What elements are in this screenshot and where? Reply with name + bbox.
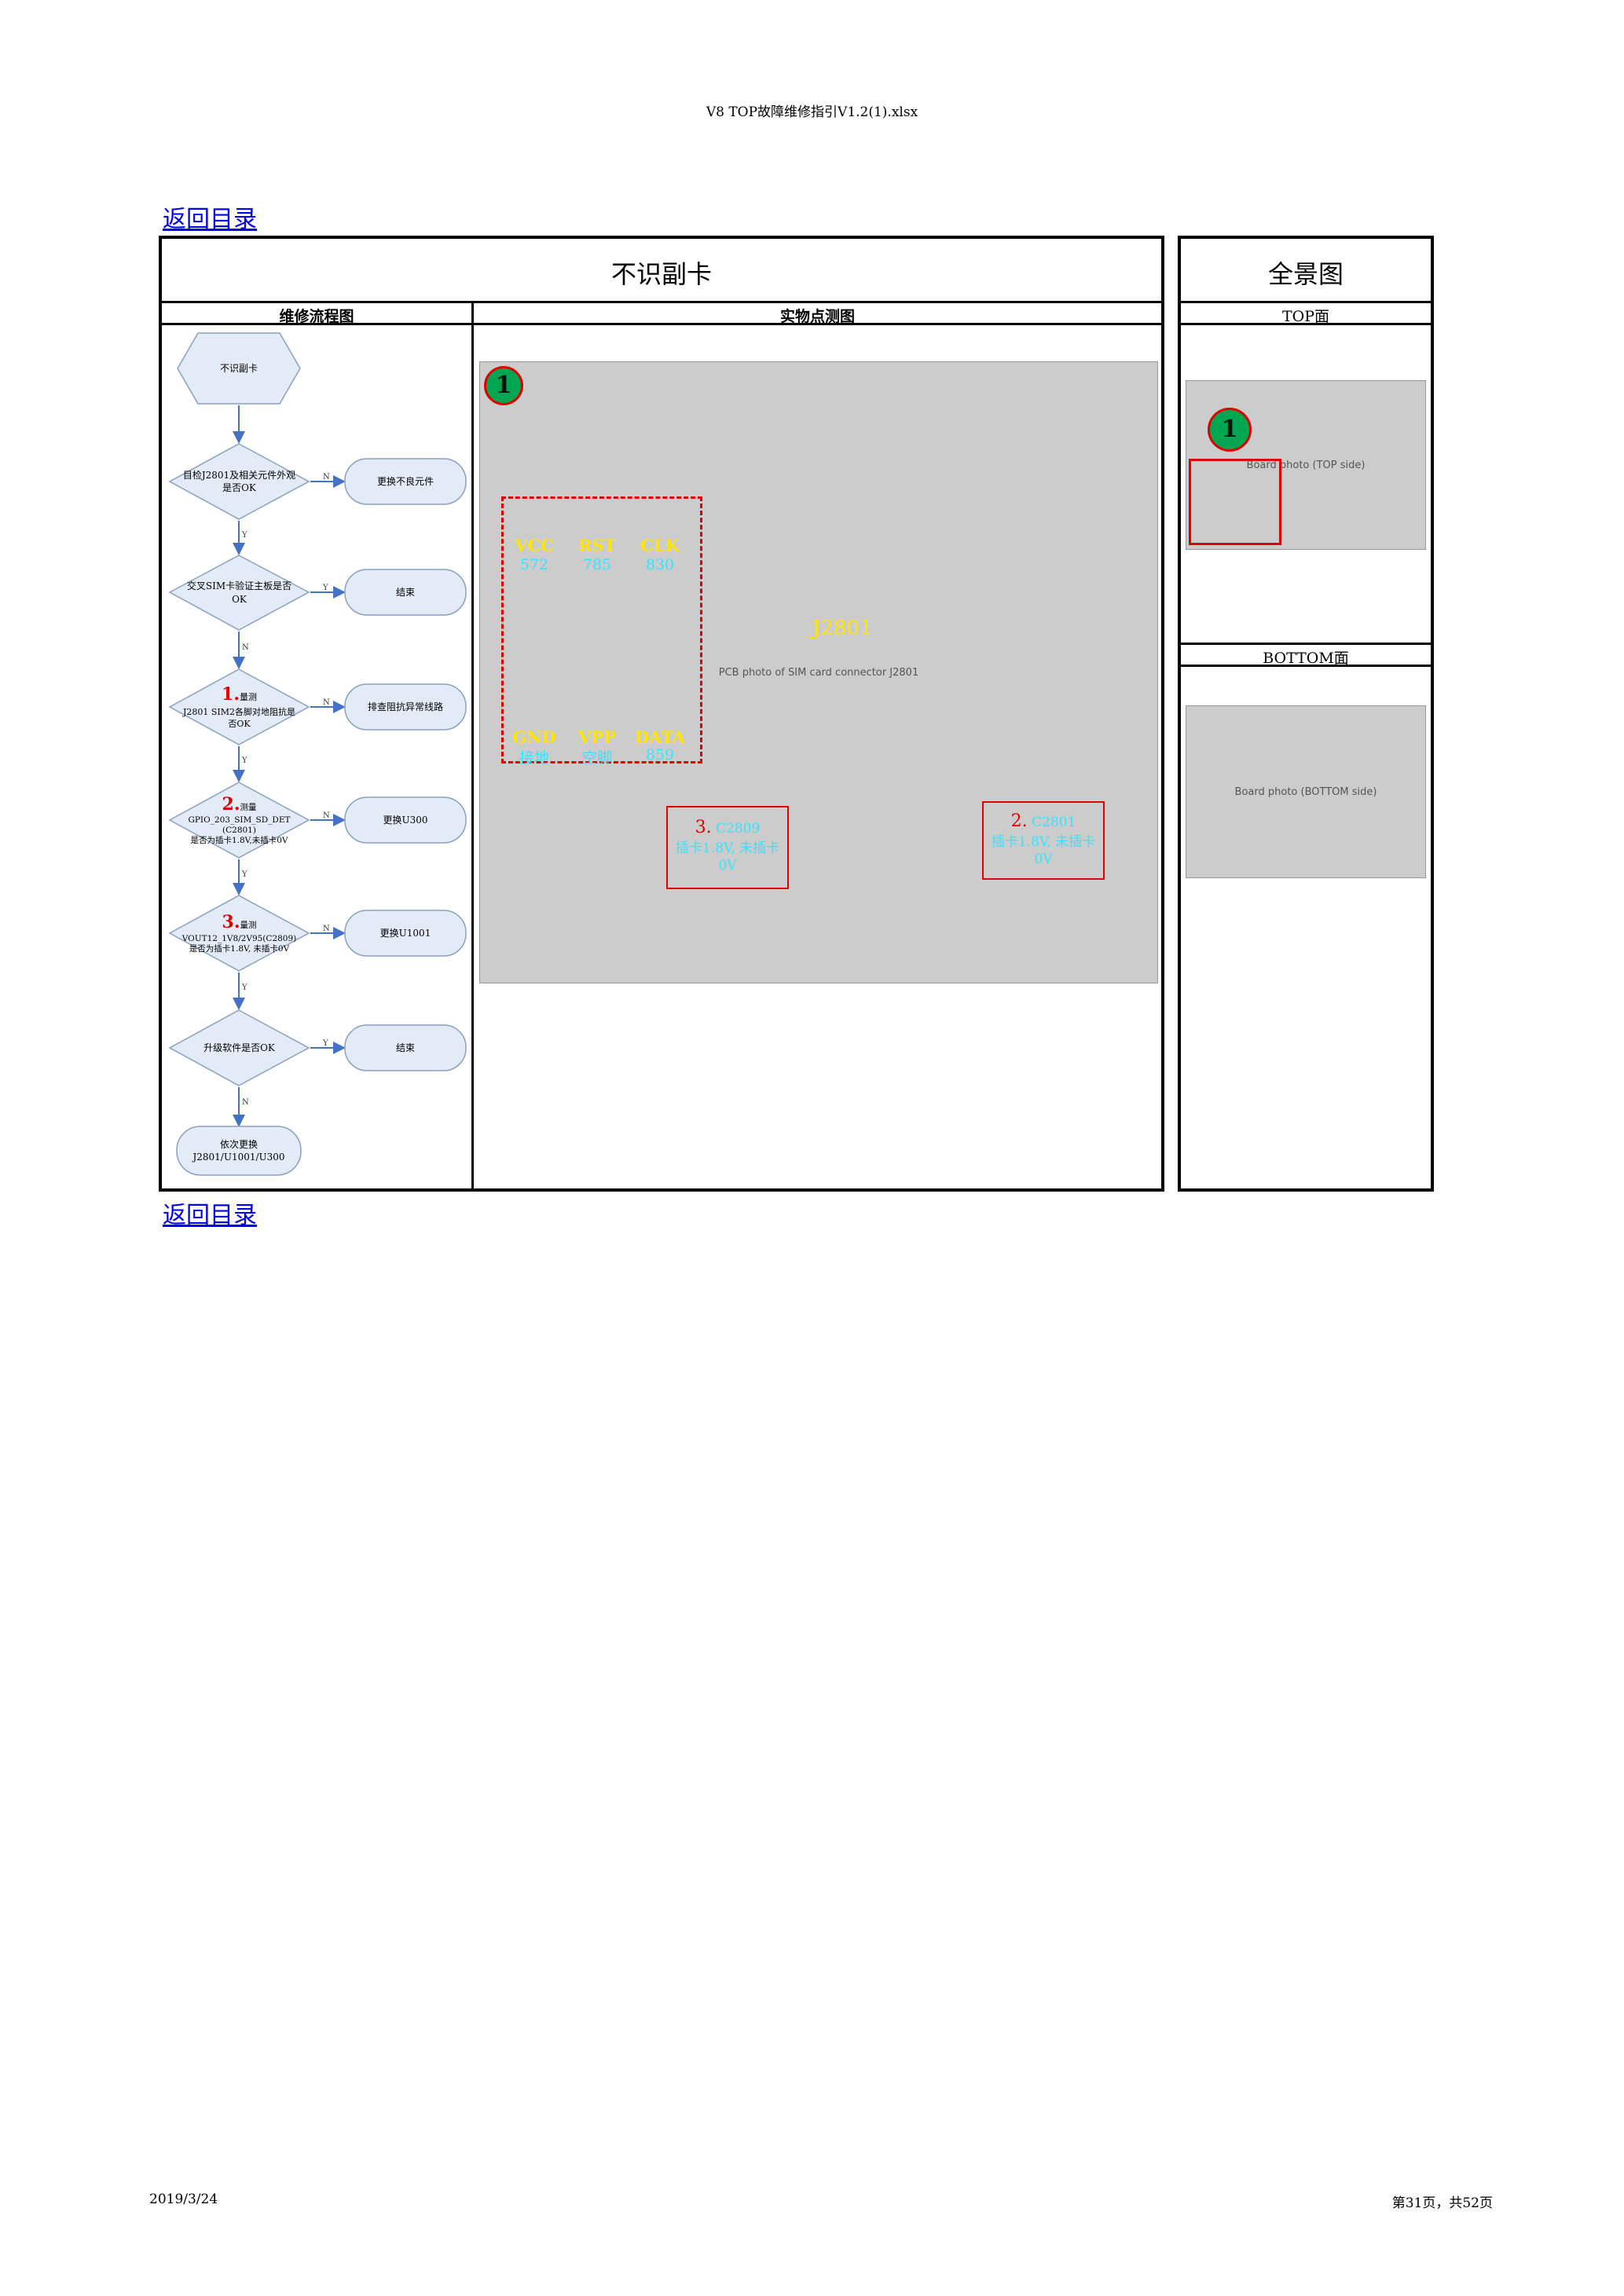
flow-decision-measure-impedance: 1.量测 J2801 SIM2各脚对地阻抗是否OK [168,668,310,746]
divider [1181,301,1431,303]
pin-label-vpp: VPP [578,727,616,747]
j2801-location-highlight [1189,459,1281,545]
bottom-side-header: BOTTOM面 [1263,650,1349,667]
footer-page-number: 第31页，共52页 [1391,2195,1493,2211]
flow-action-check-impedance-lines: 排查阻抗异常线路 [344,683,467,731]
measure-note-c2809: 3. C2809 插卡1.8V, 未插卡0V [675,818,780,873]
edge-label: Y [242,983,247,992]
edge-label: N [323,473,330,482]
pin-label-gnd: GND [512,727,556,747]
pin-value-gnd: 接地 [519,749,549,767]
flow-start-node: 不识副卡 [176,331,302,405]
top-side-header: TOP面 [1281,308,1330,325]
flow-decision-measure-c2801: 2.测量 GPIO_203_SIM_SD_DET (C2801) 是否为插卡1.… [168,781,310,859]
pin-value-data: 859 [645,746,675,764]
marker-1-icon: 1 [1208,408,1252,452]
pin-label-data: DATA [634,727,686,747]
column-divider [471,301,474,1188]
flow-end-node: 结束 [344,569,467,616]
photo-column-header: 实物点测图 [779,308,855,325]
measure-box-c2809 [666,806,789,889]
pin-label-rst: RST [577,536,617,555]
j2801-pcb-photo: PCB photo of SIM card connector J2801 [479,361,1158,983]
pin-value-vcc: 572 [519,556,549,573]
edge-label: Y [323,1039,328,1048]
edge-label: N [323,925,330,933]
measure-note-c2801: 2. C2801 插卡1.8V, 未插卡0V [991,811,1096,867]
flow-column-header: 维修流程图 [279,308,354,325]
divider [162,301,1161,303]
flow-decision-visual-check: 目检J2801及相关元件外观是否OK [168,442,310,521]
edge-label: Y [242,531,247,540]
document-filename: V8 TOP故障维修指引V1.2(1).xlsx [706,104,918,120]
edge-label: Y [323,584,328,592]
flow-action-replace-u1001: 更换U1001 [344,910,467,957]
flow-action-replace-parts: 更换不良元件 [344,458,467,505]
flow-action-replace-u300: 更换U300 [344,796,467,844]
pin-value-rst: 785 [582,556,612,573]
pin-value-clk: 830 [645,556,675,573]
edge-label: N [242,1098,249,1107]
flow-final-node: 依次更换 J2801/U1001/U300 [176,1126,302,1176]
flow-end-node: 结束 [344,1024,467,1071]
edge-label: Y [242,870,247,879]
divider [1181,323,1431,325]
edge-label: Y [242,756,247,765]
footer-date: 2019/3/24 [149,2192,218,2207]
measure-box-c2801 [982,801,1105,880]
divider [1181,665,1431,667]
repair-flowchart: 不识副卡 目检J2801及相关元件外观是否OK 更换不良元件 N Y 交叉SIM… [162,325,471,1188]
edge-label: N [242,643,249,652]
photo-annotations: 1 VCC 572 RST 785 CLK 830 GND 接地 VPP 空脚 … [479,361,1158,983]
flow-decision-measure-c2809: 3.量测 VOUT12_1V8/2V95(C2809) 是否为插卡1.8V, 未… [168,894,310,972]
edge-label: N [323,698,330,707]
flowchart-connectors [233,405,346,1127]
marker-1-icon: 1 [484,366,523,405]
main-table: 不识副卡 维修流程图 实物点测图 [159,236,1164,1192]
component-label-j2801: J2801 [812,617,873,640]
pin-region-highlight [501,496,702,764]
edge-label: N [323,811,330,820]
divider [162,323,1161,325]
back-to-toc-link-bottom[interactable]: 返回目录 [163,1202,257,1229]
pin-label-clk: CLK [640,536,680,555]
flow-decision-swap-sim: 交叉SIM卡验证主板是否OK [168,554,310,632]
main-title: 不识副卡 [610,259,712,289]
overview-table: 全景图 TOP面 Board photo (TOP side) 1 BOTTOM… [1178,236,1434,1192]
divider [1181,643,1431,645]
pin-value-vpp: 空脚 [581,749,612,767]
back-to-toc-link-top[interactable]: 返回目录 [163,206,257,233]
overview-title: 全景图 [1267,259,1344,289]
bottom-side-board-photo: Board photo (BOTTOM side) [1186,705,1426,878]
pin-label-vcc: VCC [515,536,554,555]
flow-decision-upgrade-software: 升级软件是否OK [168,1009,310,1087]
